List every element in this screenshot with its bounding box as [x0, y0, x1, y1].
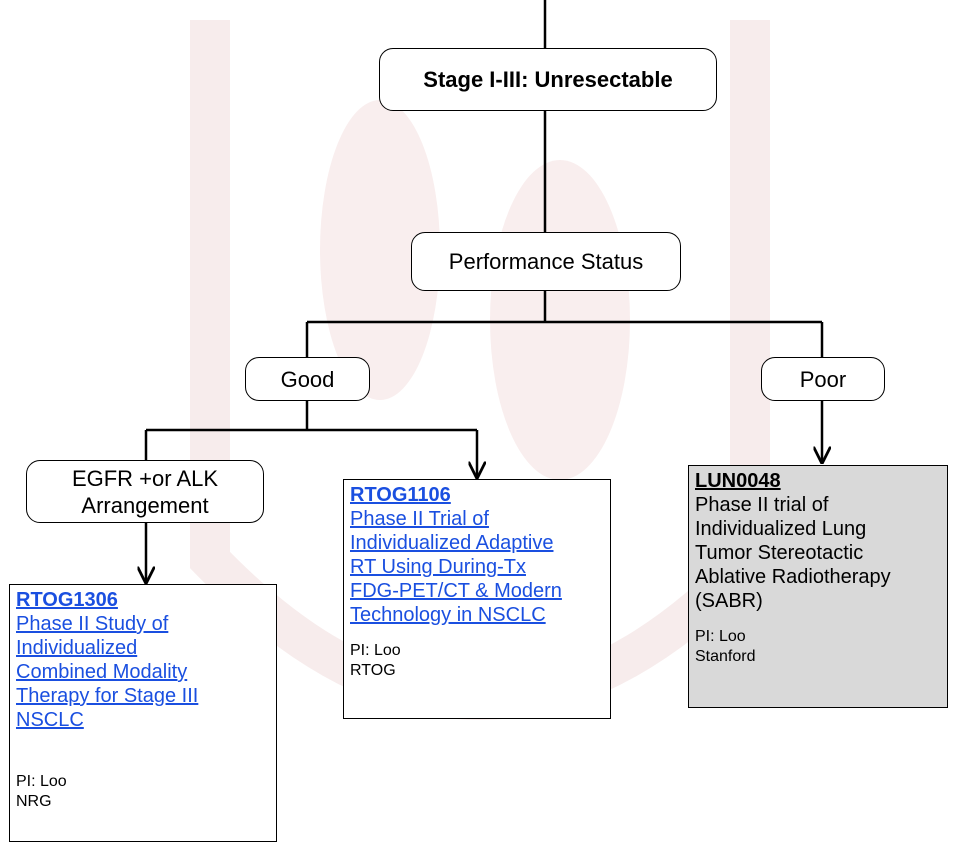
egfr-label-line2: Arrangement [81, 492, 209, 518]
lun0048-title-line: Ablative Radiotherapy [695, 566, 891, 588]
stage-label: Stage I-III: Unresectable [423, 67, 673, 92]
egfr-alk-node: EGFR +or ALK Arrangement [26, 460, 264, 523]
rtog1106-group: RTOG [350, 662, 396, 679]
rtog1106-card: RTOG1106 Phase II Trial of Individualize… [343, 479, 611, 719]
good-node: Good [245, 357, 370, 401]
lun0048-title-line: (SABR) [695, 590, 763, 612]
rtog1306-title-line[interactable]: Therapy for Stage III [16, 685, 199, 707]
lun0048-pi: PI: Loo [695, 628, 746, 645]
good-label: Good [280, 366, 335, 392]
poor-label: Poor [799, 366, 847, 392]
lun0048-card: LUN0048 Phase II trial of Individualized… [688, 465, 948, 708]
rtog1306-pi: PI: Loo [16, 773, 67, 790]
rtog1306-title-line[interactable]: NSCLC [16, 709, 84, 731]
stage-node: Stage I-III: Unresectable [379, 48, 717, 111]
lun0048-title-line: Individualized Lung [695, 518, 867, 540]
lun0048-group: Stanford [695, 648, 756, 665]
rtog1106-title-line[interactable]: Technology in NSCLC [350, 604, 546, 626]
lun0048-title-line: Tumor Stereotactic [695, 542, 864, 564]
rtog1106-code-link[interactable]: RTOG1106 [350, 484, 451, 506]
rtog1306-card: RTOG1306 Phase II Study of Individualize… [9, 584, 277, 842]
lun0048-code: LUN0048 [695, 470, 781, 492]
rtog1106-title-line[interactable]: Individualized Adaptive [350, 532, 554, 554]
rtog1106-title-line[interactable]: Phase II Trial of [350, 508, 489, 530]
performance-status-label: Performance Status [448, 249, 644, 274]
rtog1306-group: NRG [16, 793, 52, 810]
egfr-label-line1: EGFR +or ALK [71, 465, 219, 491]
rtog1306-title-line[interactable]: Individualized [16, 637, 138, 659]
rtog1306-title-line[interactable]: Phase II Study of [16, 613, 169, 635]
rtog1106-pi: PI: Loo [350, 642, 401, 659]
rtog1306-code-link[interactable]: RTOG1306 [16, 589, 118, 611]
rtog1306-title-line[interactable]: Combined Modality [16, 661, 188, 683]
performance-status-node: Performance Status [411, 232, 681, 291]
rtog1106-title-line[interactable]: RT Using During-Tx [350, 556, 526, 578]
poor-node: Poor [761, 357, 885, 401]
lun0048-title-line: Phase II trial of [695, 494, 829, 516]
rtog1106-title-line[interactable]: FDG-PET/CT & Modern [350, 580, 562, 602]
